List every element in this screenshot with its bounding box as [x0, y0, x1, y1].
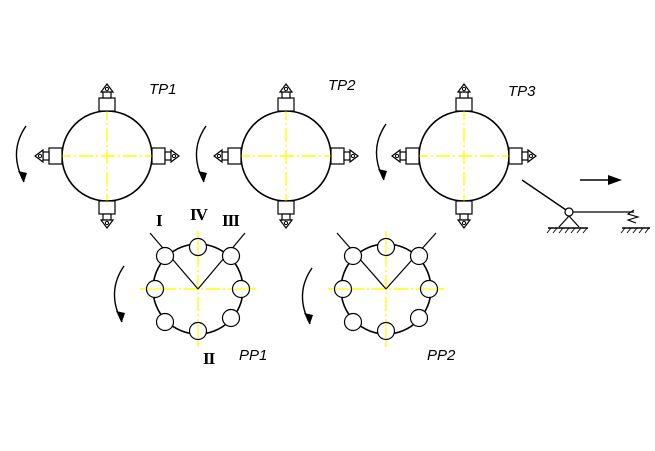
spring-icon	[620, 209, 650, 234]
direction-arrow-icon	[580, 175, 622, 185]
position-label-4: IV	[190, 205, 208, 224]
rotation-arrow-icon	[195, 125, 208, 183]
label-tp1: TP1	[149, 81, 177, 98]
label-pp2: PP2	[427, 347, 456, 364]
label-tp3: TP3	[508, 83, 536, 100]
rotor-pp1	[113, 231, 256, 347]
label-tp2: TP2	[328, 77, 356, 94]
position-label-3: III	[222, 211, 240, 230]
ground-support-icon	[546, 215, 588, 234]
rotor-pp2	[301, 231, 444, 347]
position-label-1: I	[156, 211, 163, 230]
rotor-tp2	[195, 84, 358, 228]
position-label-2: II	[203, 349, 215, 368]
lever-mechanism	[521, 175, 650, 234]
rotation-arrow-icon	[15, 125, 28, 183]
rotor-tp1	[15, 84, 179, 228]
rotation-arrow-icon	[375, 123, 388, 181]
rotation-arrow-icon	[301, 267, 314, 325]
label-pp1: PP1	[239, 347, 268, 364]
rotation-arrow-icon	[113, 265, 126, 323]
rotor-tp3	[375, 84, 536, 228]
